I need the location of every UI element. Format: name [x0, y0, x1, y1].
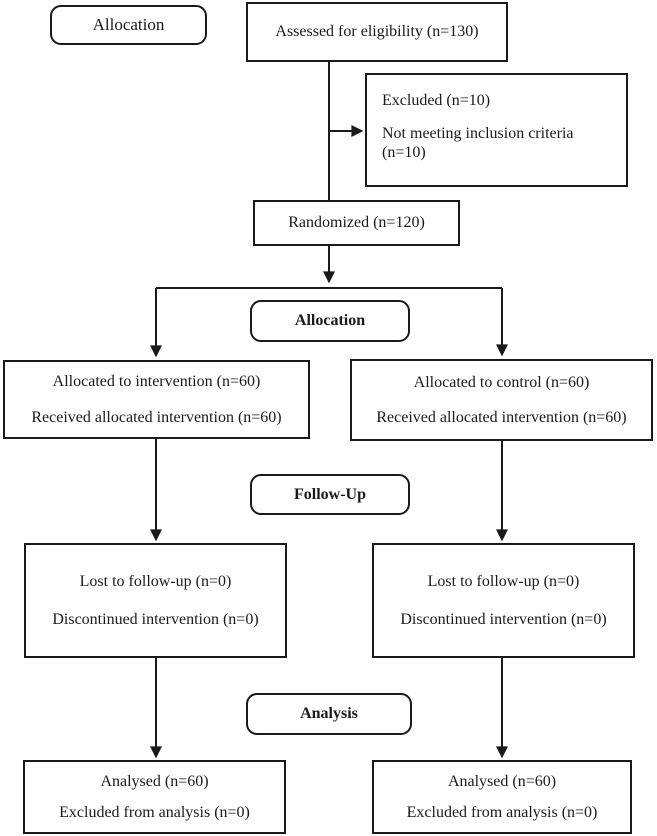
analysed-intervention-line1: Analysed (n=60)	[100, 772, 209, 790]
stage-pill-top-allocation: Allocation	[50, 5, 207, 45]
lost-control-line1: Lost to follow-up (n=0)	[427, 573, 580, 591]
stage-pill-allocation: Allocation	[250, 300, 410, 342]
analysed-control-line2: Excluded from analysis (n=0)	[406, 804, 598, 821]
lost-intervention-line2: Discontinued intervention (n=0)	[52, 610, 259, 628]
stage-pill-allocation-label: Allocation	[294, 312, 366, 329]
analysed-intervention-line2: Excluded from analysis (n=0)	[59, 804, 250, 821]
stage-pill-follow-up: Follow-Up	[250, 474, 410, 515]
lost-followup-control-box: Lost to follow-up (n=0) Discontinued int…	[372, 543, 635, 658]
allocated-intervention-box: Allocated to intervention (n=60) Receive…	[3, 360, 310, 439]
analysed-intervention-box: Analysed (n=60) Excluded from analysis (…	[23, 760, 286, 834]
stage-pill-top-allocation-label: Allocation	[92, 15, 165, 34]
lost-control-line2: Discontinued intervention (n=0)	[400, 610, 607, 628]
analysed-control-line1: Analysed (n=60)	[447, 772, 557, 790]
lost-intervention-line1: Lost to follow-up (n=0)	[79, 573, 232, 591]
allocated-intervention-line1: Allocated to intervention (n=60)	[52, 373, 261, 391]
excluded-box: Excluded (n=10) Not meeting inclusion cr…	[365, 73, 628, 187]
assessed-eligibility-box: Assessed for eligibility (n=130)	[246, 2, 508, 62]
allocated-control-line1: Allocated to control (n=60)	[413, 373, 590, 391]
analysed-control-box: Analysed (n=60) Excluded from analysis (…	[372, 760, 632, 834]
lost-followup-intervention-box: Lost to follow-up (n=0) Discontinued int…	[24, 543, 287, 658]
randomized-text: Randomized (n=120)	[288, 214, 425, 232]
assessed-eligibility-text: Assessed for eligibility (n=130)	[275, 23, 479, 41]
excluded-line2: Not meeting inclusion criteria	[382, 125, 574, 143]
allocated-intervention-line2: Received allocated intervention (n=60)	[31, 408, 282, 426]
stage-pill-follow-up-label: Follow-Up	[294, 485, 366, 503]
allocated-control-box: Allocated to control (n=60) Received all…	[350, 359, 653, 441]
stage-pill-analysis-label: Analysis	[300, 705, 358, 722]
randomized-box: Randomized (n=120)	[253, 200, 460, 246]
excluded-line1: Excluded (n=10)	[382, 92, 491, 109]
allocated-control-line2: Received allocated intervention (n=60)	[376, 409, 627, 426]
excluded-line3: (n=10)	[382, 144, 426, 162]
stage-pill-analysis: Analysis	[246, 693, 412, 735]
